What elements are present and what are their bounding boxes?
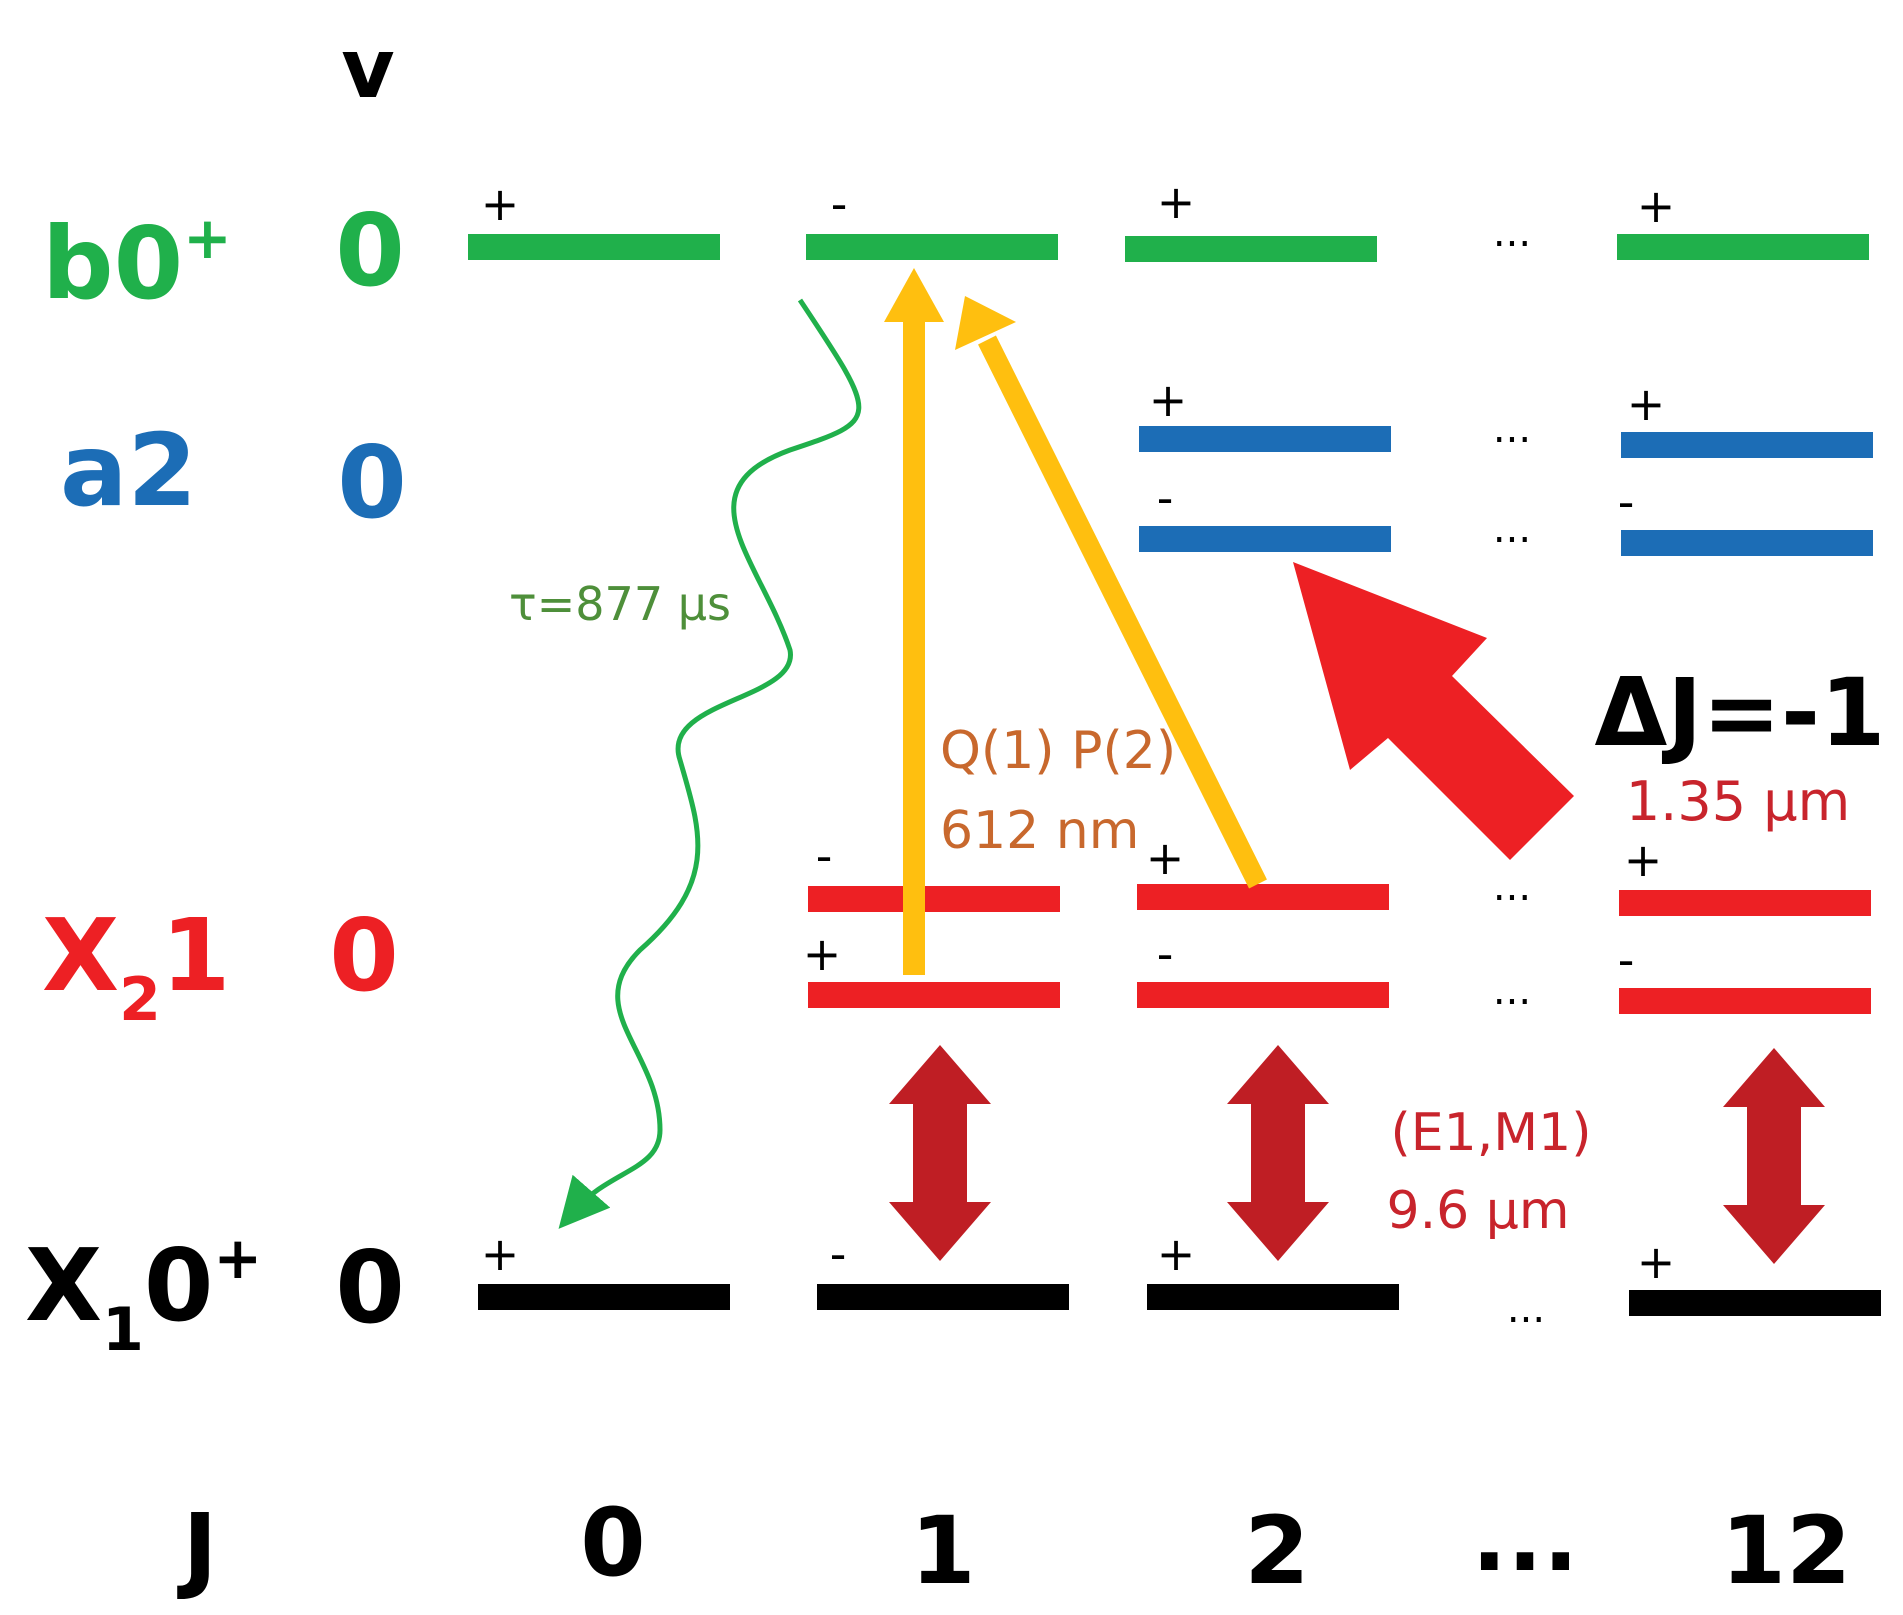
delta-j-arrow [1293,562,1574,860]
b0-sup: + [183,204,232,272]
e1m1-label-line1: (E1,M1) [1391,1103,1592,1163]
state-label-b0: b0+ [42,204,232,322]
parity-x1-j12: + [1637,1235,1676,1289]
parity-b0-j2: + [1157,175,1196,229]
p2-excitation-arrow-head [955,296,1016,350]
level-x2-upper-j1 [808,886,1060,912]
parity-a2-lower-j2: - [1157,471,1174,525]
q1-excitation-arrow-head [884,268,944,322]
j-label-0: 0 [580,1489,645,1598]
x2-main: X [42,897,119,1014]
ellipsis-a2-upper: ... [1493,406,1531,452]
level-x1-j2 [1147,1284,1399,1310]
x2-tail: 1 [161,897,231,1014]
j-axis-label: J [177,1494,218,1603]
x1-sup: + [213,1224,262,1292]
state-label-x2: X21 [42,897,230,1035]
j-label-2: 2 [1244,1497,1309,1606]
v-x1: 0 [335,1229,405,1346]
e1m1-label-line2: 9.6 µm [1387,1181,1570,1241]
state-label-a2: a2 [60,412,197,529]
parity-a2-lower-j12: - [1618,475,1635,529]
ellipsis-x2-upper: ... [1493,864,1531,910]
level-a2-lower-j2 [1139,526,1391,552]
e1m1-arrow-j1 [889,1045,991,1261]
level-x1-j1 [817,1284,1069,1310]
x2-sub: 2 [119,965,161,1035]
parity-x2-upper-j2: + [1146,831,1185,885]
v-x2: 0 [329,897,399,1014]
ellipsis-b0: ... [1493,210,1531,256]
parity-b0-j12: + [1637,179,1676,233]
parity-x2-lower-j1: + [803,927,842,981]
parity-b0-j1: - [831,177,848,231]
parity-x2-lower-j2: - [1157,927,1174,981]
j-label-12: 12 [1721,1497,1852,1606]
j-label-ellipsis: ... [1471,1484,1578,1593]
level-b0-j0 [468,234,720,260]
ellipsis-x2-lower: ... [1493,968,1531,1014]
x1-tail: 0 [144,1227,214,1344]
parity-b0-j0: + [481,177,520,231]
level-b0-j12 [1617,234,1869,260]
level-a2-upper-j12 [1621,432,1873,458]
v-b0: 0 [335,192,405,309]
level-x1-j0 [478,1284,730,1310]
parity-x1-j1: - [830,1227,847,1281]
level-a2-upper-j2 [1139,426,1391,452]
state-label-x1: X10+ [25,1224,262,1365]
x1-main: X [25,1227,102,1344]
p2-excitation-arrow-shaft [978,335,1267,889]
parity-x1-j2: + [1157,1227,1196,1281]
parity-x2-upper-j1: - [816,829,833,883]
level-x2-lower-j12 [1619,988,1871,1014]
e1m1-arrow-j2 [1227,1045,1329,1261]
level-x2-lower-j2 [1137,982,1389,1008]
delta-j-label: ΔJ=-1 [1595,659,1886,768]
j-label-1: 1 [910,1497,975,1606]
level-x2-upper-j2 [1137,884,1389,910]
parity-x2-lower-j12: - [1618,933,1635,987]
parity-x1-j0: + [481,1227,520,1281]
spontaneous-decay-arrow [558,298,862,1229]
ellipsis-x1: ... [1507,1286,1545,1332]
parity-a2-upper-j12: + [1627,377,1666,431]
v-axis-label: v [341,22,394,117]
v-a2: 0 [337,424,407,541]
e1m1-arrow-j12 [1723,1048,1825,1264]
level-x2-lower-j1 [808,982,1060,1008]
level-x2-upper-j12 [1619,890,1871,916]
level-a2-lower-j12 [1621,530,1873,556]
b0-name: b0 [42,205,183,322]
tau-label: τ=877 µs [509,577,731,631]
level-b0-j2 [1125,236,1377,262]
level-x1-j12 [1629,1290,1881,1316]
parity-a2-upper-j2: + [1149,373,1188,427]
ellipsis-a2-lower: ... [1493,506,1531,552]
level-b0-j1 [806,234,1058,260]
x1-sub: 1 [102,1295,144,1365]
q-p-label-line1: Q(1) P(2) [940,721,1176,781]
delta-j-wavelength: 1.35 µm [1626,770,1850,833]
parity-x2-upper-j12: + [1624,833,1663,887]
q-p-label-line2: 612 nm [940,801,1139,861]
